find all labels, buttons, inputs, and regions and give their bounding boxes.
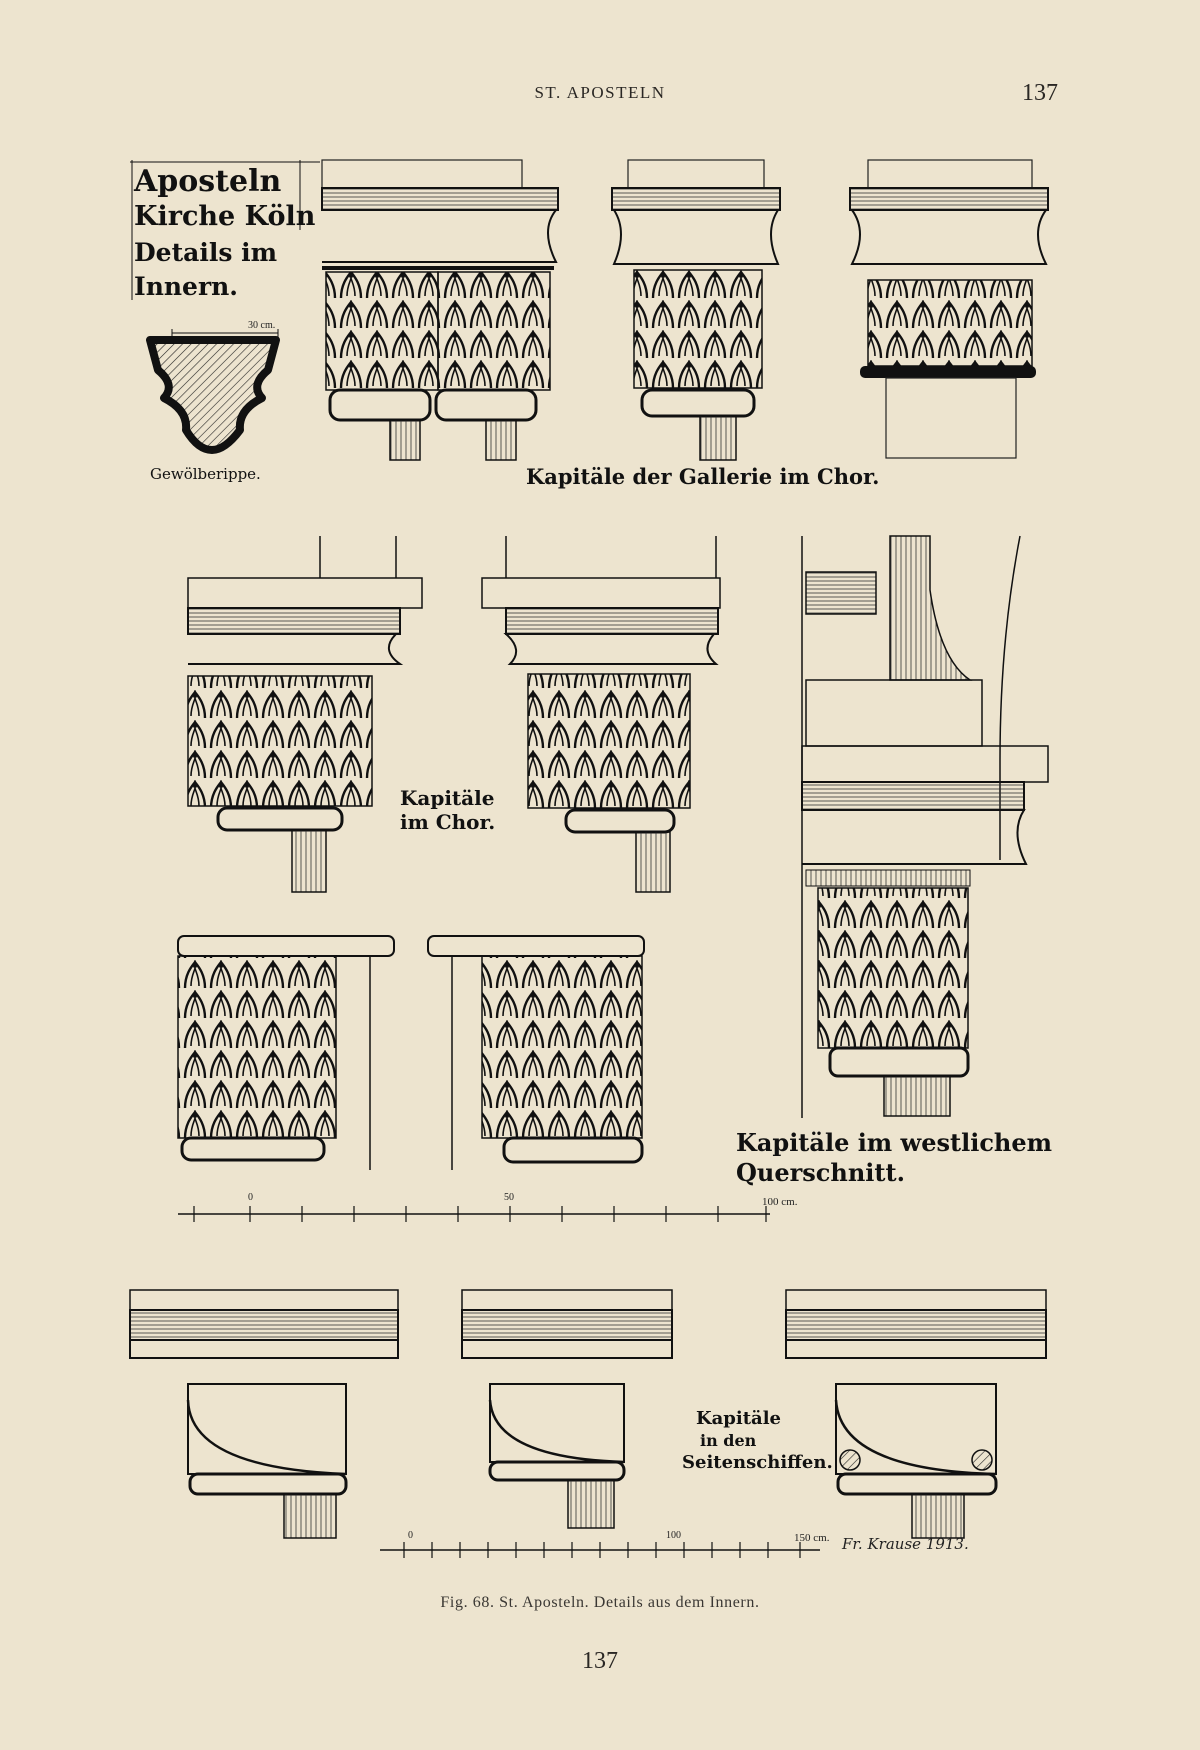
scale2-mid-label: 100 xyxy=(666,1530,681,1541)
title-frame xyxy=(130,160,320,300)
plate-title-line-4: Innern. xyxy=(134,272,239,301)
rib-section-label: Gewölberippe. xyxy=(150,465,261,483)
gallery-capital-3 xyxy=(849,159,1049,459)
west-capital xyxy=(801,535,1049,1118)
aisle-capital-1 xyxy=(129,1289,399,1539)
scale2-start-label: 0 xyxy=(408,1530,413,1541)
gallery-capital-2 xyxy=(611,159,781,461)
running-title: ST. APOSTELN xyxy=(534,83,666,102)
choir-label-line-1: Kapitäle xyxy=(400,786,495,810)
aisle-label-line-1: Kapitäle xyxy=(696,1408,781,1429)
figure-caption: Fig. 68. St. Aposteln. Details aus dem I… xyxy=(440,1594,760,1611)
page-number-bottom: 137 xyxy=(582,1648,618,1674)
choir-capital-1 xyxy=(187,536,423,893)
west-label-line-1: Kapitäle im westlichem xyxy=(736,1128,1053,1157)
scale2-end-label: 150 cm. xyxy=(794,1532,830,1544)
choir-capital-2 xyxy=(481,536,721,893)
gallery-capital-1 xyxy=(321,159,559,461)
aisle-label-line-3: Seitenschiffen. xyxy=(682,1452,833,1473)
scale1-start-label: 0 xyxy=(248,1192,253,1203)
aisle-label-line-2: in den xyxy=(700,1431,757,1450)
scale-bar-1 xyxy=(178,1206,770,1222)
aisle-capital-3 xyxy=(785,1289,1047,1539)
nave-capital-1 xyxy=(177,935,395,1170)
rib-scale-label: 30 cm. xyxy=(248,320,276,331)
scale1-mid-label: 50 xyxy=(504,1192,514,1203)
nave-capital-2 xyxy=(427,935,645,1170)
plate-title-line-3: Details im xyxy=(134,238,278,267)
page-number-top: 137 xyxy=(1022,80,1058,106)
west-label-line-2: Querschnitt. xyxy=(736,1158,905,1187)
choir-label-line-2: im Chor. xyxy=(400,810,496,834)
plate-title-line-2: Kirche Köln xyxy=(134,201,316,232)
aisle-capital-2 xyxy=(461,1289,673,1529)
gallery-capitals-label: Kapitäle der Gallerie im Chor. xyxy=(526,464,880,489)
rib-section-drawing xyxy=(146,329,280,454)
artist-signature: Fr. Krause 1913. xyxy=(842,1535,969,1553)
scale-bar-2 xyxy=(380,1542,820,1558)
plate-title-line-1: Aposteln xyxy=(134,164,282,199)
scale1-end-label: 100 cm. xyxy=(762,1196,798,1208)
